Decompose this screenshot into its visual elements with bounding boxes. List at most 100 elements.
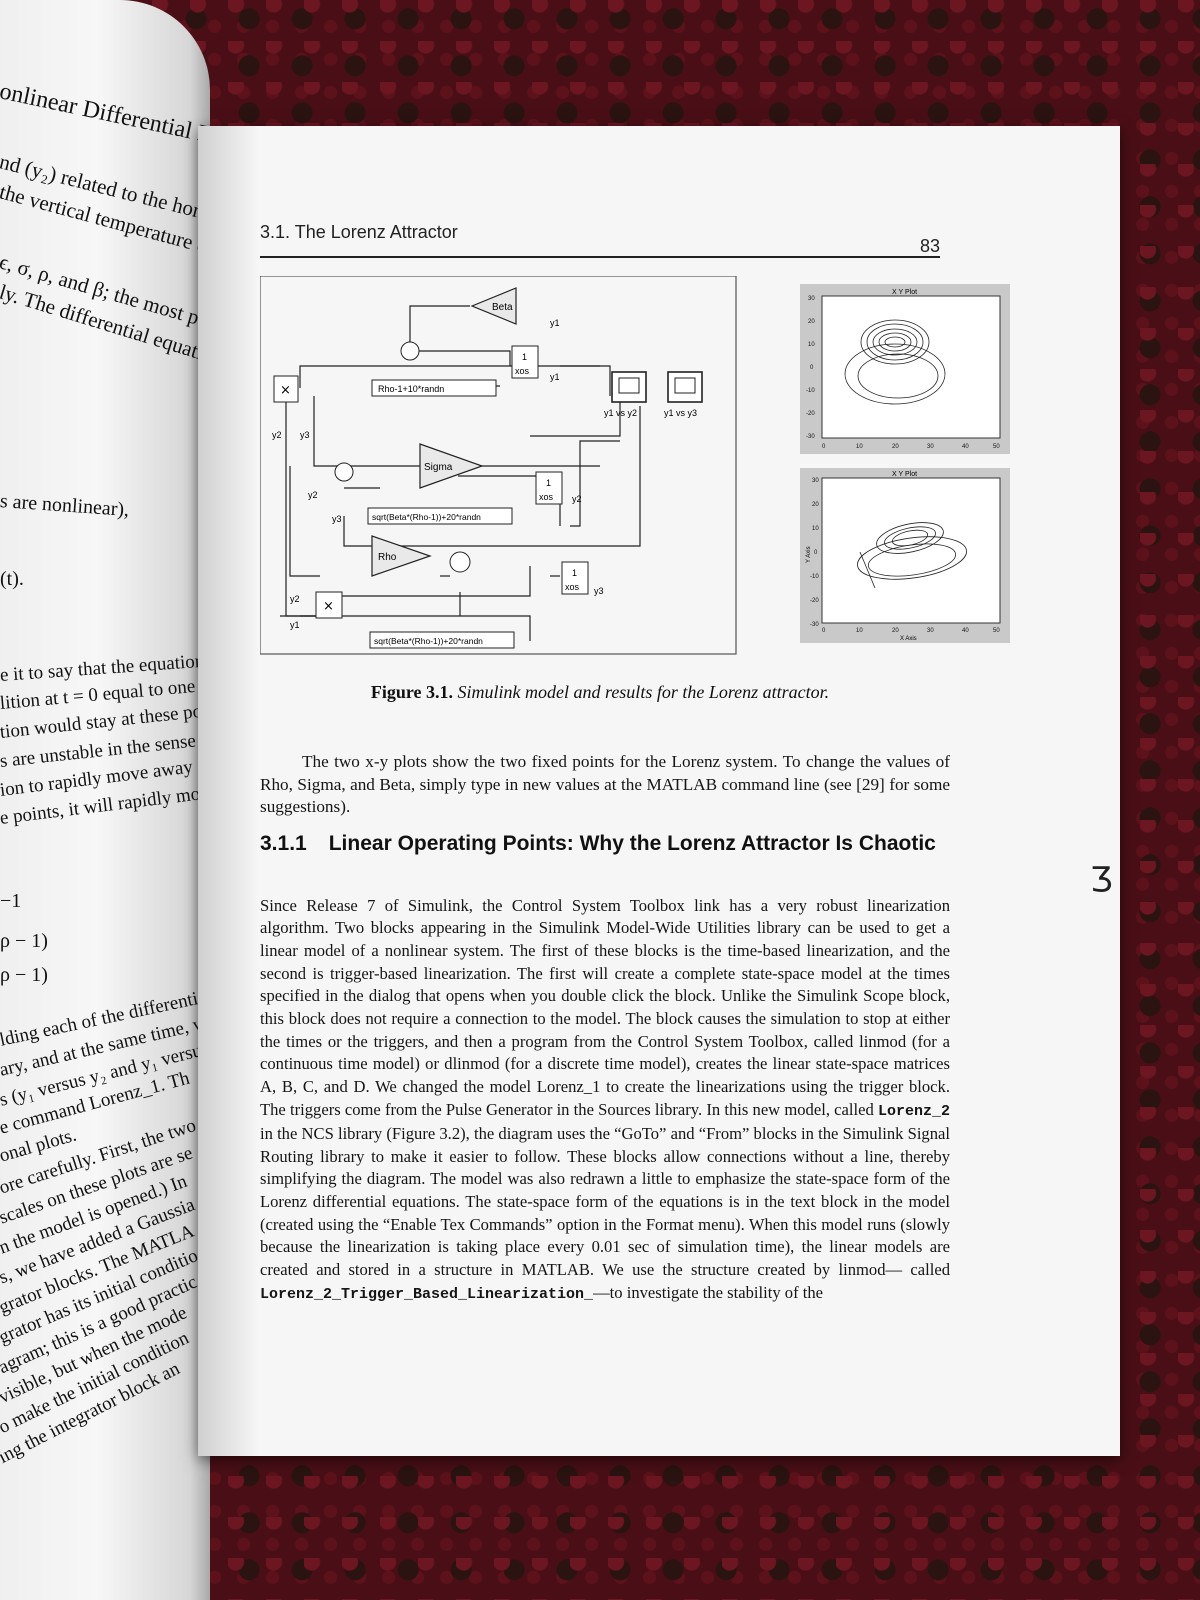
svg-text:-10: -10 [806,388,815,394]
svg-text:20: 20 [808,319,815,325]
svg-text:xos: xos [565,582,580,592]
left-line: onlinear Differential Equatio [0,78,210,161]
integrator-block-1: 1 xos [511,345,539,379]
svg-text:30: 30 [927,628,934,634]
svg-text:20: 20 [892,444,899,450]
left-line: −1 [0,890,22,912]
sum-block [334,462,354,482]
svg-text:30: 30 [812,478,819,484]
svg-text:-30: -30 [806,434,815,440]
sum-block [400,341,420,361]
svg-text:-10: -10 [810,574,819,580]
svg-text:-30: -30 [810,622,819,628]
sum-block [449,551,471,573]
svg-text:sqrt(Beta*(Rho-1))+20*randn: sqrt(Beta*(Rho-1))+20*randn [374,636,483,646]
left-line: (t). [0,568,24,590]
svg-text:10: 10 [856,444,863,450]
svg-text:-20: -20 [810,598,819,604]
svg-text:0: 0 [810,365,814,371]
svg-text:y1 vs y3: y1 vs y3 [664,408,697,418]
xy-scope-2: y1 vs y3 [664,371,703,418]
paragraph: Since Release 7 of Simulink, the Control… [260,895,950,1303]
page-number: 83 [919,236,940,256]
rho-gain-block: Rho [371,535,432,577]
svg-text:30: 30 [808,296,815,302]
beta-gain-block: Beta [470,287,517,325]
signal-label: y2 [308,490,318,500]
signal-label: y3 [594,586,604,596]
svg-text:40: 40 [962,628,969,634]
section-heading: 3.1.1 Linear Operating Points: Why the Lo… [260,832,960,856]
signal-label: y3 [300,430,310,440]
signal-label: y3 [332,514,342,524]
signal-label: y1 [290,620,300,630]
svg-text:50: 50 [993,444,1000,450]
svg-text:-20: -20 [806,411,815,417]
code-lorenz2: Lorenz_2 [877,1102,950,1120]
svg-text:30: 30 [927,444,934,450]
code-trigger-linearization: Lorenz_2_Trigger_Based_Linearization_ [260,1285,594,1303]
integrator-block-2: 1 xos [535,471,563,505]
sqrt-noise-block-2: sqrt(Beta*(Rho-1))+20*randn [369,631,515,649]
left-line: ρ − 1) [0,964,48,986]
svg-text:×: × [280,383,291,398]
svg-text:1: 1 [572,568,577,578]
sqrt-noise-block-1: sqrt(Beta*(Rho-1))+20*randn [367,507,513,525]
section-number: 3.1.1 [260,832,307,855]
figure-caption: Figure 3.1. Simulink model and results f… [260,682,940,703]
xy-scope-1: y1 vs y2 [604,371,647,418]
svg-text:y1 vs y2: y1 vs y2 [604,408,637,418]
left-page: onlinear Differential Equatio nd (y₂) re… [0,0,210,1600]
right-page: 3.1. The Lorenz Attractor 83 [198,126,1120,1456]
svg-text:0: 0 [814,550,818,556]
svg-text:40: 40 [962,444,969,450]
caption-text: Simulink model and results for the Loren… [457,682,830,702]
svg-text:1: 1 [522,352,527,362]
svg-text:Sigma: Sigma [424,462,453,473]
page-header: 3.1. The Lorenz Attractor 83 [260,222,940,258]
attractor-trace-2 [857,522,967,589]
product-block-2: × [315,591,343,619]
left-line: s are nonlinear), [0,490,130,521]
signal-label: y1 [550,372,560,382]
svg-text:10: 10 [812,526,819,532]
pencil-mark: Ʒ [1090,860,1113,900]
svg-text:50: 50 [993,628,1000,634]
svg-text:10: 10 [808,342,815,348]
svg-text:Rho-1+10*randn: Rho-1+10*randn [378,384,444,394]
svg-text:10: 10 [856,628,863,634]
signal-label: y2 [290,594,300,604]
svg-text:20: 20 [812,502,819,508]
svg-text:Y Axis: Y Axis [806,546,812,563]
simulink-diagram: Beta 1 xos 1 xos 1 xos [260,276,737,655]
svg-text:1: 1 [546,478,551,488]
xy-plot-1: X Y Plot 30 20 10 0 -10 -20 -30 0 10 20 … [800,284,1010,454]
svg-text:xos: xos [515,366,530,376]
beta-label: Beta [492,302,513,313]
figure: Beta 1 xos 1 xos 1 xos [260,276,1010,686]
svg-text:xos: xos [539,492,554,502]
svg-text:20: 20 [892,628,899,634]
integrator-block-3: 1 xos [561,561,589,595]
xy-plot-2: X Y Plot Y Axis X Axis 30 20 10 0 -10 -2… [800,468,1010,643]
svg-text:×: × [323,599,334,614]
svg-text:0: 0 [822,444,826,450]
sigma-gain-block: Sigma [419,443,484,489]
running-head: 3.1. The Lorenz Attractor [260,222,458,242]
signal-label: y2 [272,430,282,440]
svg-text:0: 0 [822,628,826,634]
paragraph: The two x-y plots show the two fixed poi… [260,752,950,817]
left-line: ρ − 1) [0,930,48,952]
product-block-1: × [273,375,299,403]
svg-text:X Y Plot: X Y Plot [892,289,917,296]
signal-label: y2 [572,494,582,504]
attractor-trace-1 [844,319,946,405]
svg-text:sqrt(Beta*(Rho-1))+20*randn: sqrt(Beta*(Rho-1))+20*randn [372,512,481,522]
svg-text:Rho: Rho [378,552,397,563]
caption-label: Figure 3.1. [370,682,453,702]
section-title-text: Linear Operating Points: Why the Lorenz … [328,832,936,855]
signal-label: y1 [550,318,560,328]
svg-text:X Axis: X Axis [900,636,917,642]
left-page-text: onlinear Differential Equatio nd (y₂) re… [0,0,210,1600]
